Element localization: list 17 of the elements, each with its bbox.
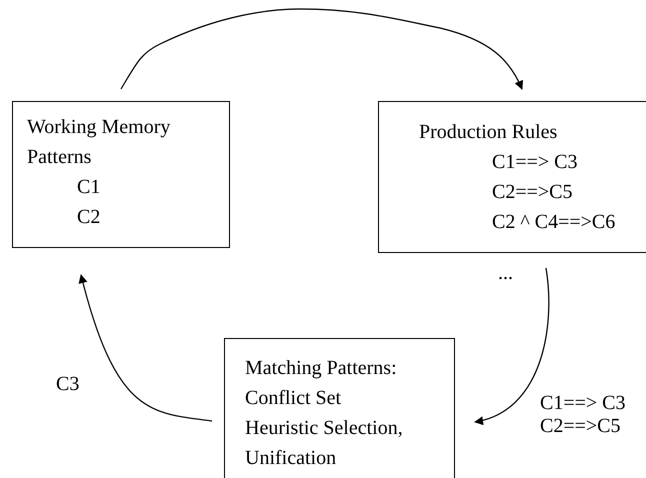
box-text: C2 ^ C4==>C6 (492, 210, 616, 235)
process-box (12, 101, 230, 248)
box-text: C2==>C5 (492, 180, 573, 205)
box-heading: Working Memory Patterns (27, 115, 172, 170)
box-text: C1==> C3 (492, 150, 578, 175)
box-heading: Matching Patterns: (245, 356, 397, 381)
curved-arrow (120, 8, 523, 90)
ellipsis-text: ... (498, 263, 513, 283)
box-text: C2 (77, 205, 100, 230)
curved-arrow (474, 268, 550, 424)
box-text: Conflict Set (245, 386, 342, 411)
box-text: C1 (77, 175, 100, 200)
box-text: Heuristic Selection, Unification (245, 416, 404, 471)
process-box (378, 101, 646, 253)
curved-arrow (78, 274, 212, 422)
box-heading: Production Rules (419, 120, 558, 145)
process-box (224, 338, 455, 478)
